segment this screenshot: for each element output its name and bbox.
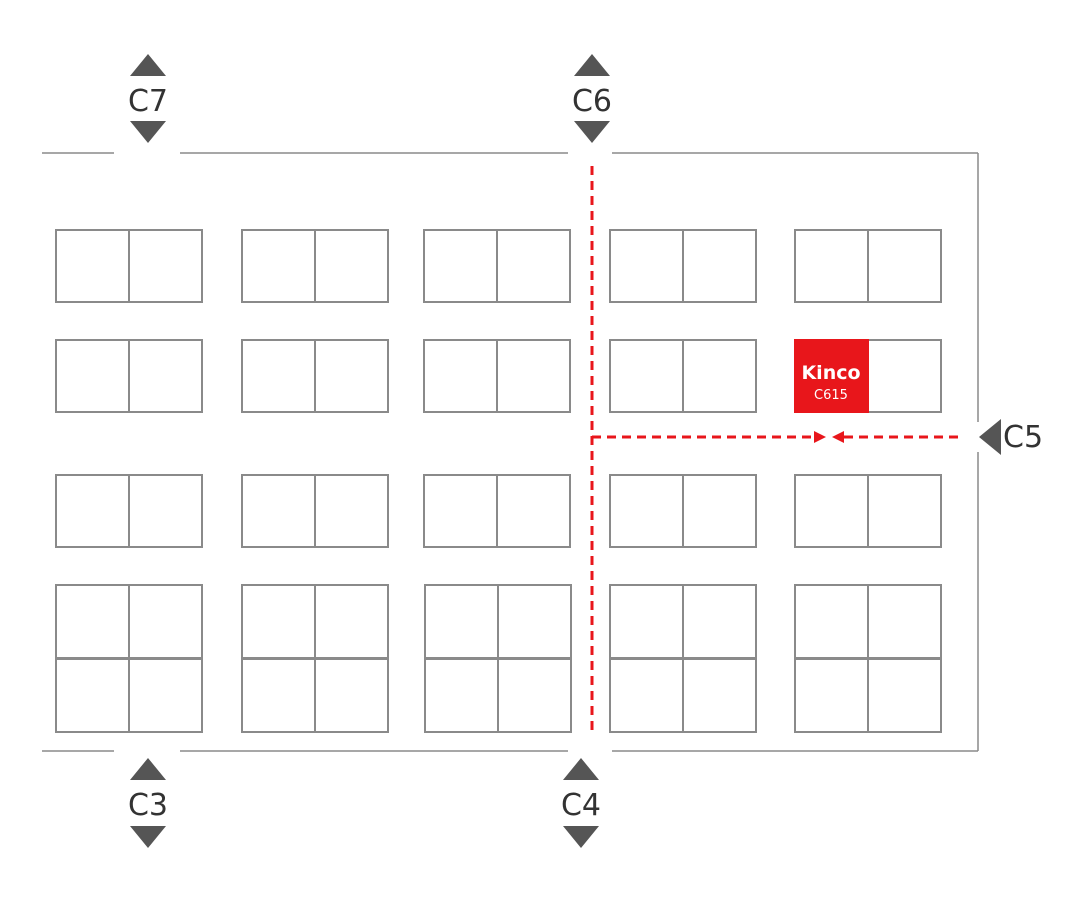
kinco-logo-text: Kinco xyxy=(801,362,860,384)
route-arrowhead-left-icon xyxy=(832,431,844,443)
booth[interactable] xyxy=(55,229,130,303)
booth[interactable] xyxy=(794,474,869,548)
booth[interactable] xyxy=(867,658,942,733)
entrance-c7[interactable]: C7 xyxy=(128,54,168,143)
booth[interactable] xyxy=(55,474,130,548)
booth[interactable] xyxy=(314,584,389,659)
booth[interactable] xyxy=(497,584,572,659)
booth[interactable] xyxy=(55,584,130,659)
booth-code: C615 xyxy=(814,388,848,403)
booth[interactable] xyxy=(682,584,757,659)
booth[interactable] xyxy=(609,658,684,733)
booth[interactable] xyxy=(609,474,684,548)
booth[interactable] xyxy=(128,229,203,303)
arrow-down-icon xyxy=(563,826,599,848)
booth[interactable] xyxy=(794,584,869,659)
booth[interactable] xyxy=(496,229,571,303)
booth[interactable] xyxy=(496,339,571,413)
route-to-booth xyxy=(590,166,964,734)
entrance-c6[interactable]: C6 xyxy=(572,54,612,143)
booth[interactable] xyxy=(55,339,130,413)
booth[interactable] xyxy=(423,474,498,548)
entrance-label: C3 xyxy=(128,788,168,823)
booth[interactable] xyxy=(682,229,757,303)
kinco-booth-fill xyxy=(794,339,869,413)
booth[interactable] xyxy=(241,229,316,303)
booth[interactable] xyxy=(423,229,498,303)
booth[interactable] xyxy=(682,658,757,733)
booth[interactable] xyxy=(241,584,316,659)
booth[interactable] xyxy=(424,584,499,659)
booth[interactable] xyxy=(609,339,684,413)
entrance-label: C7 xyxy=(128,84,168,119)
booth[interactable] xyxy=(423,339,498,413)
booth-grid xyxy=(55,229,942,733)
booth[interactable] xyxy=(314,339,389,413)
booth[interactable] xyxy=(128,584,203,659)
booth[interactable] xyxy=(867,339,942,413)
entrance-label: C4 xyxy=(561,788,601,823)
booth[interactable] xyxy=(794,229,869,303)
kinco-booth[interactable]: Kinco C615 xyxy=(794,339,869,413)
entrance-c5[interactable]: C5 xyxy=(979,419,1043,455)
booth[interactable] xyxy=(128,339,203,413)
booth[interactable] xyxy=(867,229,942,303)
arrow-up-icon xyxy=(130,758,166,780)
route-arrowhead-right-icon xyxy=(814,431,826,443)
booth[interactable] xyxy=(424,658,499,733)
booth[interactable] xyxy=(609,229,684,303)
booth[interactable] xyxy=(128,658,203,733)
booth[interactable] xyxy=(241,474,316,548)
entrance-label: C6 xyxy=(572,84,612,119)
booth[interactable] xyxy=(314,658,389,733)
arrow-up-icon xyxy=(130,54,166,76)
entrance-c4[interactable]: C4 xyxy=(561,758,601,848)
arrow-down-icon xyxy=(130,121,166,143)
booth[interactable] xyxy=(55,658,130,733)
booth[interactable] xyxy=(867,474,942,548)
booth[interactable] xyxy=(794,658,869,733)
booth[interactable] xyxy=(314,229,389,303)
arrow-up-icon xyxy=(574,54,610,76)
booth[interactable] xyxy=(867,584,942,659)
arrow-up-icon xyxy=(563,758,599,780)
booth[interactable] xyxy=(241,339,316,413)
booth[interactable] xyxy=(128,474,203,548)
booth[interactable] xyxy=(682,339,757,413)
booth[interactable] xyxy=(497,658,572,733)
arrow-down-icon xyxy=(130,826,166,848)
booth[interactable] xyxy=(496,474,571,548)
booth[interactable] xyxy=(682,474,757,548)
entrance-c3[interactable]: C3 xyxy=(128,758,168,848)
booth[interactable] xyxy=(241,658,316,733)
arrow-left-icon xyxy=(979,419,1001,455)
booth[interactable] xyxy=(609,584,684,659)
booth[interactable] xyxy=(314,474,389,548)
hall-walls xyxy=(42,152,979,752)
entrance-label: C5 xyxy=(1003,420,1043,455)
arrow-down-icon xyxy=(574,121,610,143)
